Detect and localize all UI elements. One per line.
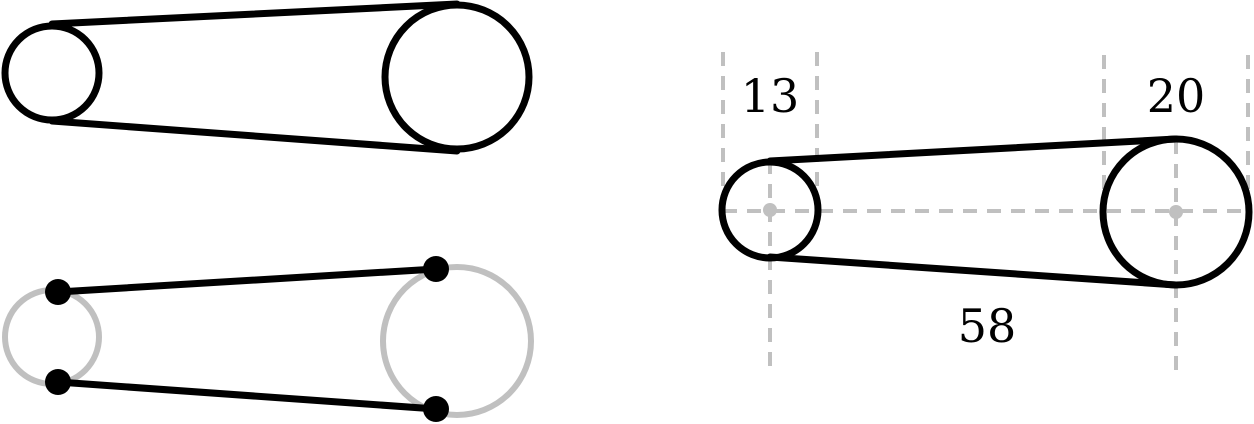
dimension-guides: [721, 52, 1250, 370]
large-pulley-center-mark: [1169, 205, 1183, 219]
small-pulley-dimensioned: [718, 158, 822, 262]
large-pulley: [381, 1, 533, 153]
large-diameter-label: 20: [1147, 69, 1206, 123]
tangent-point-large-bottom: [423, 396, 449, 422]
lower-tangent-line: [54, 378, 440, 413]
center-distance-label: 58: [958, 299, 1017, 353]
small-diameter-label: 13: [741, 69, 800, 123]
large-pulley-ghost: [380, 264, 534, 418]
large-pulley-dimensioned: [1099, 135, 1253, 289]
tangent-point-small-top: [45, 279, 71, 305]
upper-tangent-line: [54, 265, 440, 296]
belt-lower-segment-dimensioned: [766, 253, 1180, 289]
belt-upper-segment-dimensioned: [766, 135, 1180, 165]
belt-upper-segment: [48, 0, 461, 28]
tangent-point-small-bottom: [45, 369, 71, 395]
tangent-points-construction: [2, 256, 534, 422]
small-pulley-center-mark: [763, 203, 777, 217]
small-pulley-ghost: [2, 287, 102, 387]
tangent-point-large-top: [423, 256, 449, 282]
small-pulley: [1, 22, 103, 124]
dimensioned-belt-drive: 13 20 58: [718, 52, 1253, 370]
belt-lower-segment: [48, 117, 461, 155]
belt-drive-outline: [1, 0, 533, 155]
